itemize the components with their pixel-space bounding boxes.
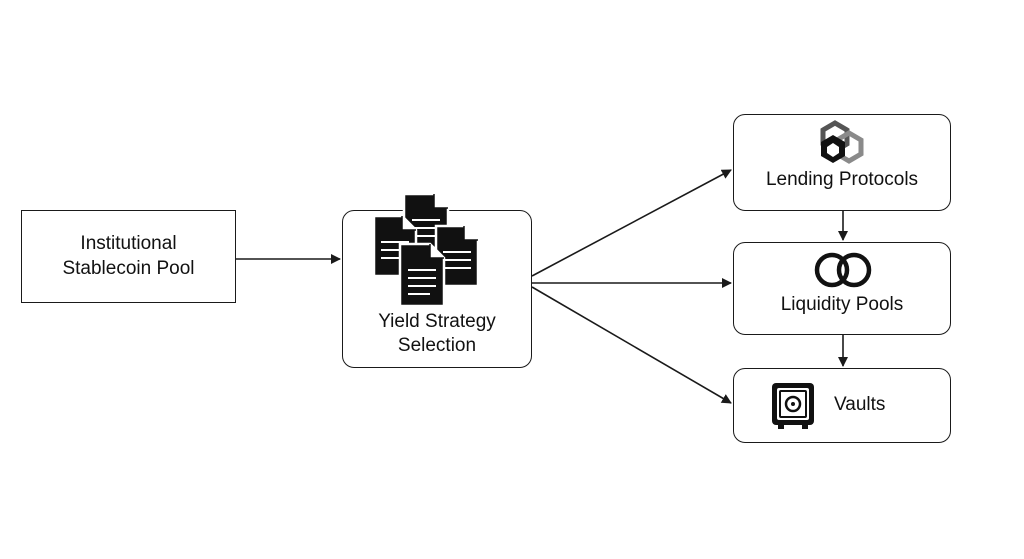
node-liquidity-pools: Liquidity Pools xyxy=(733,242,951,335)
node-vaults: Vaults xyxy=(733,368,951,443)
protocol-logo-icon xyxy=(820,120,864,164)
documents-icon xyxy=(372,192,480,308)
node-label: Yield Strategy Selection xyxy=(378,310,496,357)
node-label: Institutional Stablecoin Pool xyxy=(62,232,195,279)
edge-strategy-to-lending xyxy=(531,169,732,277)
node-label: Vaults xyxy=(834,394,886,416)
node-label: Liquidity Pools xyxy=(780,294,904,316)
node-institutional-stablecoin-pool: Institutional Stablecoin Pool xyxy=(21,210,236,303)
safe-vault-icon xyxy=(772,383,814,429)
node-label: Lending Protocols xyxy=(765,169,919,191)
interlocking-rings-icon xyxy=(814,252,872,288)
node-lending-protocols: Lending Protocols xyxy=(733,114,951,211)
edge-strategy-to-vaults xyxy=(531,286,732,404)
